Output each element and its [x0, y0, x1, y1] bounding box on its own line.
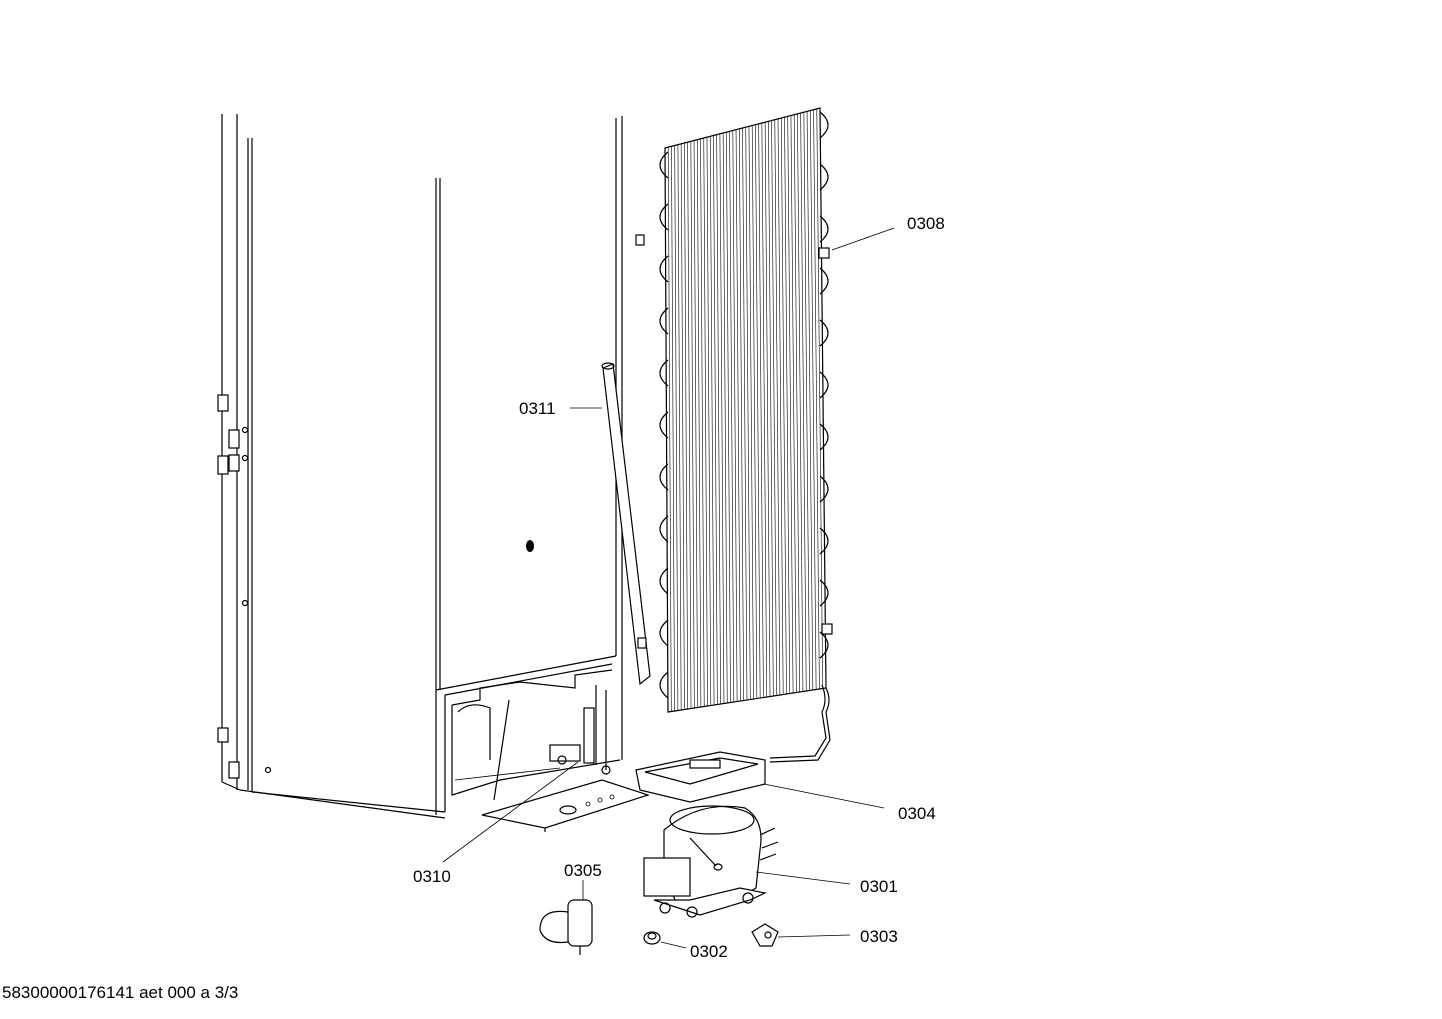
base-tray — [481, 779, 650, 832]
cabinet-side-panel — [217, 114, 446, 819]
relay-0305 — [539, 899, 593, 955]
compressor-0301 — [643, 805, 779, 918]
callout-0308: 0308 — [907, 214, 945, 233]
document-reference: 58300000176141 aet 000 a 3/3 — [2, 983, 239, 1002]
callout-0302: 0302 — [690, 942, 728, 961]
part-0303 — [751, 923, 779, 947]
pipe-0311 — [601, 362, 651, 686]
condenser-0308 — [635, 107, 833, 763]
leader-lines — [442, 227, 895, 949]
callout-0301: 0301 — [860, 877, 898, 896]
callout-0303: 0303 — [860, 927, 898, 946]
callout-0311: 0311 — [519, 399, 556, 418]
callout-0305: 0305 — [564, 861, 602, 880]
callout-0304: 0304 — [898, 804, 936, 823]
compressor-compartment — [444, 663, 621, 801]
drip-tray-0304 — [635, 751, 766, 803]
part-0302 — [643, 931, 661, 945]
callout-0310: 0310 — [413, 867, 451, 886]
